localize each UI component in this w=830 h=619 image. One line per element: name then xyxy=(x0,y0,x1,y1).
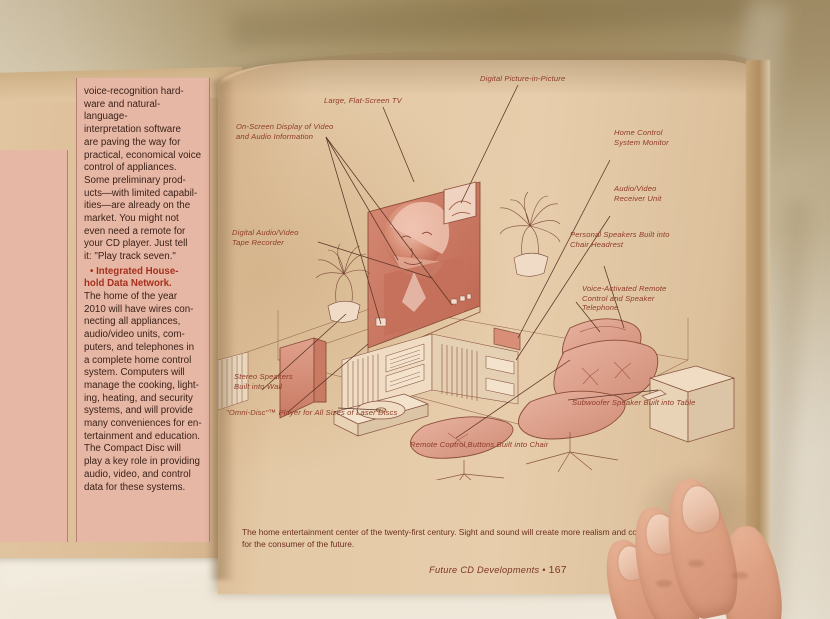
label-omni-disc-player: "Omni-Disc"™ Player for All Sizes of Las… xyxy=(226,408,398,417)
book-fore-edge xyxy=(746,60,770,594)
label-voice-activated-remote: Voice-Activated Remote Control and Speak… xyxy=(582,284,667,313)
label-remote-control-buttons-chair: Remote Control Buttons Built into Chair xyxy=(410,440,549,449)
home-entertainment-illustration: Large, Flat-Screen TV Digital Picture-in… xyxy=(218,60,758,480)
left-running-foot: ACT DISC BOOK xyxy=(0,556,126,567)
folio-number: 167 xyxy=(548,565,567,576)
label-stereo-speakers-built-into-wall: Stereo Speakers Built into Wall xyxy=(234,372,293,391)
sidebar-box-a: ECTRONIC OF THE Y-FIRST RY mpressive de-… xyxy=(0,150,68,542)
label-on-screen-display: On-Screen Display of Video and Audio Inf… xyxy=(236,122,334,141)
knuckle-crease xyxy=(732,572,748,579)
hand-holding-book xyxy=(593,468,830,619)
sidebar-a-body: mpressive de- in electronics as this dec… xyxy=(0,230,67,494)
knuckle-crease xyxy=(688,560,704,567)
label-digital-audio-video-tape-recorder: Digital Audio/Video Tape Recorder xyxy=(232,228,299,247)
left-page-column-a: in quantum leaps vent of multime- ve dis… xyxy=(0,98,66,138)
sidebar-b-body-top: voice-recognition hard- ware and natural… xyxy=(84,86,202,263)
label-large-flat-screen-tv: Large, Flat-Screen TV xyxy=(324,96,402,105)
label-personal-speakers-chair-headrest: Personal Speakers Built into Chair Headr… xyxy=(570,230,670,249)
label-audio-video-receiver-unit: Audio/Video Receiver Unit xyxy=(614,184,662,203)
sidebar-b-red-heading: • Integrated House- hold Data Network. xyxy=(84,265,179,290)
label-subwoofer-speaker-table: Subwoofer Speaker Built into Table xyxy=(572,398,696,407)
right-page-top-curl xyxy=(218,52,762,106)
sidebar-a-body-lines: mpressive de- in electronics as this dec… xyxy=(0,230,60,469)
sidebar-box-b: voice-recognition hard- ware and natural… xyxy=(76,78,210,542)
leader-lines xyxy=(261,84,659,439)
right-page xyxy=(218,60,758,594)
book-gutter xyxy=(208,80,234,580)
sidebar-b-body-bottom: The home of the year 2010 will have wire… xyxy=(84,291,202,493)
open-book: in quantum leaps vent of multime- ve dis… xyxy=(0,52,830,594)
jump-text: in quantum leaps vent of multime- ve dis… xyxy=(0,98,66,138)
knuckle-crease xyxy=(656,580,672,587)
sidebar-a-heading: ECTRONIC OF THE Y-FIRST RY xyxy=(0,150,67,230)
folio-chapter: Future CD Developments xyxy=(429,565,540,575)
label-digital-picture-in-picture: Digital Picture-in-Picture xyxy=(480,74,566,83)
figure-caption: The home entertainment center of the twe… xyxy=(242,527,676,550)
page-folio: Future CD Developments • 167 xyxy=(368,565,628,576)
left-page: in quantum leaps vent of multime- ve dis… xyxy=(0,66,242,558)
folio-separator: • xyxy=(542,565,546,575)
illustration-svg xyxy=(218,84,735,480)
sidebar-a-red-line: ctivated xyxy=(0,469,60,482)
sidebar-a-tail-line: dvances in xyxy=(0,482,60,495)
right-page-content: Large, Flat-Screen TV Digital Picture-in… xyxy=(218,60,758,594)
label-home-control-system-monitor: Home Control System Monitor xyxy=(614,128,669,147)
